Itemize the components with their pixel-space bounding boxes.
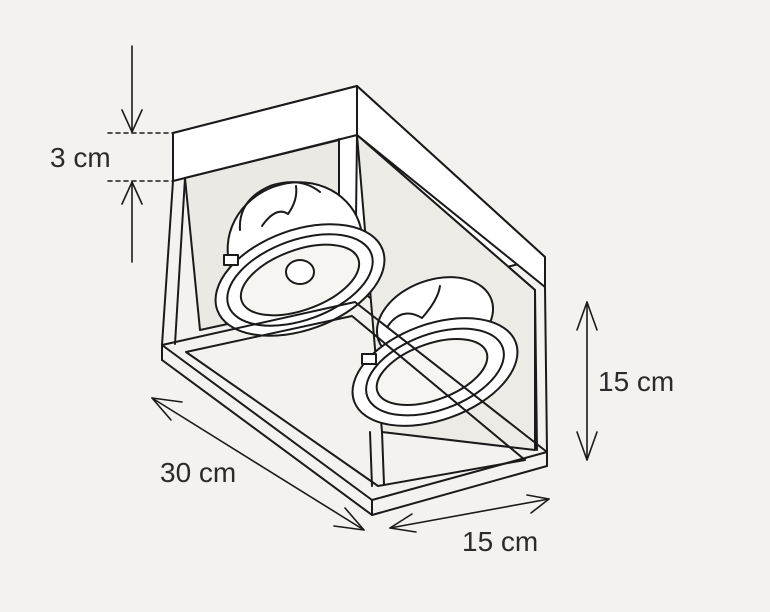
label-width: 15 cm bbox=[462, 526, 539, 557]
bottom-frame bbox=[161, 301, 548, 516]
dimension-width bbox=[389, 494, 550, 533]
bottom-frame-inner bbox=[185, 315, 526, 487]
dimension-top-band bbox=[107, 45, 174, 263]
lamp-left bbox=[214, 181, 386, 337]
dimension-length bbox=[151, 397, 365, 531]
label-top-band: 3 cm bbox=[50, 142, 111, 173]
label-length: 30 cm bbox=[160, 457, 237, 488]
label-height: 15 cm bbox=[598, 366, 675, 397]
dimension-height bbox=[576, 301, 598, 461]
